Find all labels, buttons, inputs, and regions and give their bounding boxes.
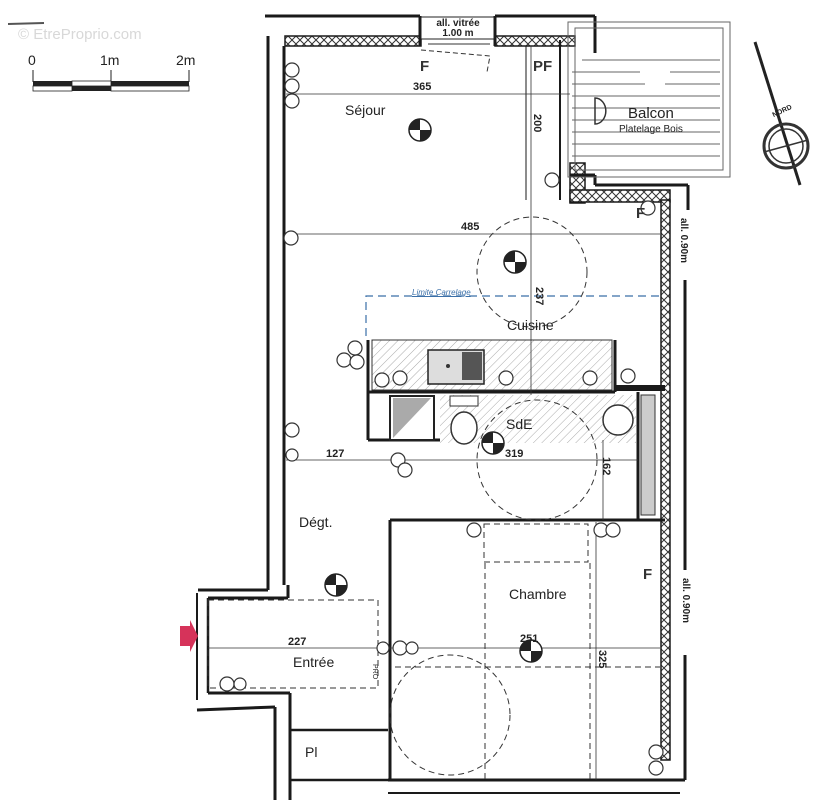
- electrical-outlet-icons: [219, 62, 664, 776]
- room-cuisine: Cuisine: [507, 317, 554, 333]
- room-balcon: Balcon: [628, 105, 674, 122]
- dim-sejour-depth: 200: [531, 114, 543, 133]
- dim-sejour-width: 365: [413, 81, 432, 93]
- right-window-2-label: all. 0.90m: [680, 578, 691, 624]
- window-mark-f-chambre: F: [643, 566, 653, 583]
- room-sejour: Séjour: [345, 102, 386, 118]
- room-sde: SdE: [506, 416, 533, 432]
- dim-entree-width: 227: [288, 636, 307, 648]
- window-mark-f-cuisine: F: [636, 205, 646, 222]
- room-placard: Pl: [305, 744, 318, 760]
- tile-limit-label: Limite Carrelage: [412, 288, 471, 297]
- scale-label-0: 0: [28, 52, 36, 68]
- room-chambre: Chambre: [509, 586, 567, 602]
- dimension-lines: [208, 46, 660, 780]
- scale-label-1m: 1m: [100, 52, 120, 68]
- watermark-text: © EtreProprio.com: [18, 26, 142, 43]
- room-degt: Dégt.: [299, 514, 333, 530]
- pmr-door-label: PRO: [371, 664, 378, 680]
- ceiling-light-icons: [324, 118, 543, 663]
- dim-chambre-width: 251: [520, 633, 539, 645]
- scale-bar: [7, 22, 190, 92]
- right-window-1-label: all. 0.90m: [678, 218, 689, 264]
- scale-label-2m: 2m: [176, 52, 196, 68]
- room-entree: Entrée: [293, 654, 335, 670]
- dim-degt-width: 127: [326, 448, 345, 460]
- window-mark-f: F: [420, 58, 430, 75]
- balcony-deck: [567, 21, 731, 178]
- exterior-walls: [196, 14, 690, 800]
- dim-living-width: 485: [461, 221, 480, 233]
- top-window: [420, 16, 495, 73]
- entry-arrow-icon: [180, 620, 198, 652]
- dim-cuisine-depth: 237: [533, 287, 545, 306]
- window-mark-pf: PF: [533, 58, 553, 75]
- dim-chambre-depth: 325: [596, 650, 608, 669]
- dim-sde-depth: 162: [600, 457, 612, 476]
- accessibility-circles: [207, 216, 660, 780]
- room-balcon-sub: Platelage Bois: [619, 124, 683, 135]
- tile-limit-line: [365, 295, 660, 336]
- north-compass-icon: [753, 41, 810, 186]
- bathroom-floor: [389, 394, 656, 516]
- interior-walls: [290, 46, 665, 782]
- kitchen-counter: [371, 339, 613, 391]
- dim-sde-width: 319: [505, 448, 524, 460]
